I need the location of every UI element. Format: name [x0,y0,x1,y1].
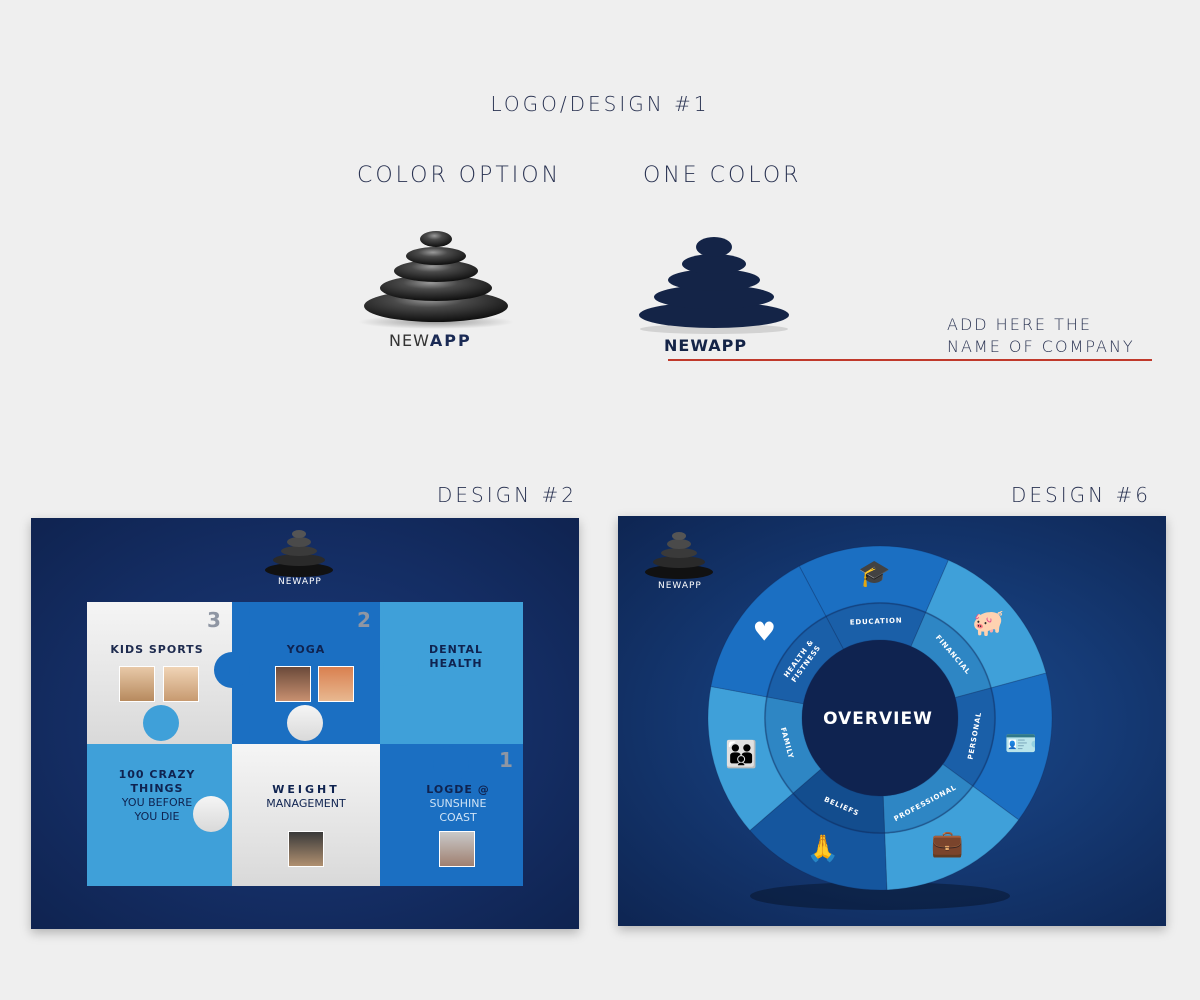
one-color-label: ONE COLOR [643,163,802,188]
wordmark-color: NEWAPP [389,331,472,350]
kid-photo-2 [163,666,199,702]
puzzle-graphic [87,530,523,886]
kids-sports-title: KIDS SPORTS [110,643,204,656]
weight-photo [288,831,324,867]
mini-stones-logo [265,530,333,577]
overview-center[interactable] [802,640,958,796]
piece-number-2: 2 [357,608,371,632]
design6-logo-text: NEWAPP [658,581,702,591]
crazy-line1: 100 CRAZY [118,768,196,781]
piece-number-3: 3 [207,608,221,632]
wheel-segments [707,545,1053,891]
lodge-line2: SUNSHINE [429,797,487,810]
stacked-stones-logo-one-color [639,237,789,334]
design2-title: DESIGN #2 [437,483,577,507]
crazy-line3: YOU BEFORE [121,796,193,809]
graduation-cap-icon: 🎓 [858,559,890,589]
dental-title-1: DENTAL [428,643,484,656]
company-note-line2: NAME OF COMPANY [947,337,1135,356]
lodge-line3: COAST [439,811,477,824]
id-card-icon: 🪪 [1005,729,1037,759]
briefcase-icon: 💼 [931,829,963,859]
design2-panel: NEWAPP 3 KIDS SPORTS 2 YOGA DENTAL HEALT… [31,518,579,929]
crazy-line2: THINGS [130,782,184,795]
family-icon: 👪 [725,739,757,770]
company-name-note: ADD HERE THE NAME OF COMPANY [947,314,1135,358]
company-underline [668,359,1152,361]
design2-logo-text: NEWAPP [278,577,322,587]
dental-title-2: HEALTH [429,657,483,670]
color-option-label: COLOR OPTION [357,163,562,188]
lodge-photo [439,831,475,867]
yoga-title: YOGA [286,643,326,656]
praying-hands-icon: 🙏 [807,834,839,864]
kid-photo-1 [119,666,155,702]
overview-label: OVERVIEW [823,709,933,729]
company-note-line1: ADD HERE THE [947,315,1093,334]
design6-title: DESIGN #6 [1011,483,1151,507]
yoga-photo-1 [275,666,311,702]
crazy-line4: YOU DIE [134,810,180,823]
piggy-bank-icon: 🐖 [972,609,1004,639]
weight-title: WEIGHT [272,783,340,796]
piece-number-1: 1 [499,748,513,772]
weight-subtitle: MANAGEMENT [266,797,346,810]
wordmark-new: NEW [389,331,430,350]
mini-stones-logo [645,532,713,579]
wheel-label: EDUCATION [850,617,903,627]
wheel-icons: 🎓 🐖 🪪 💼 🙏 👪 ♥ [725,559,1037,864]
wordmark-app: APP [429,331,472,350]
logo-design-title: LOGO/DESIGN #1 [490,92,710,116]
wordmark-one-color: NEWAPP [664,336,748,355]
yoga-photo-2 [318,666,354,702]
heart-pulse-icon: ♥ [753,618,776,648]
overview-wheel: EDUCATIONFINANCIALPERSONALPROFESSIONALBE… [645,532,1053,910]
lodge-title: LOGDE @ [426,783,490,796]
stacked-stones-logo-color [358,231,514,329]
